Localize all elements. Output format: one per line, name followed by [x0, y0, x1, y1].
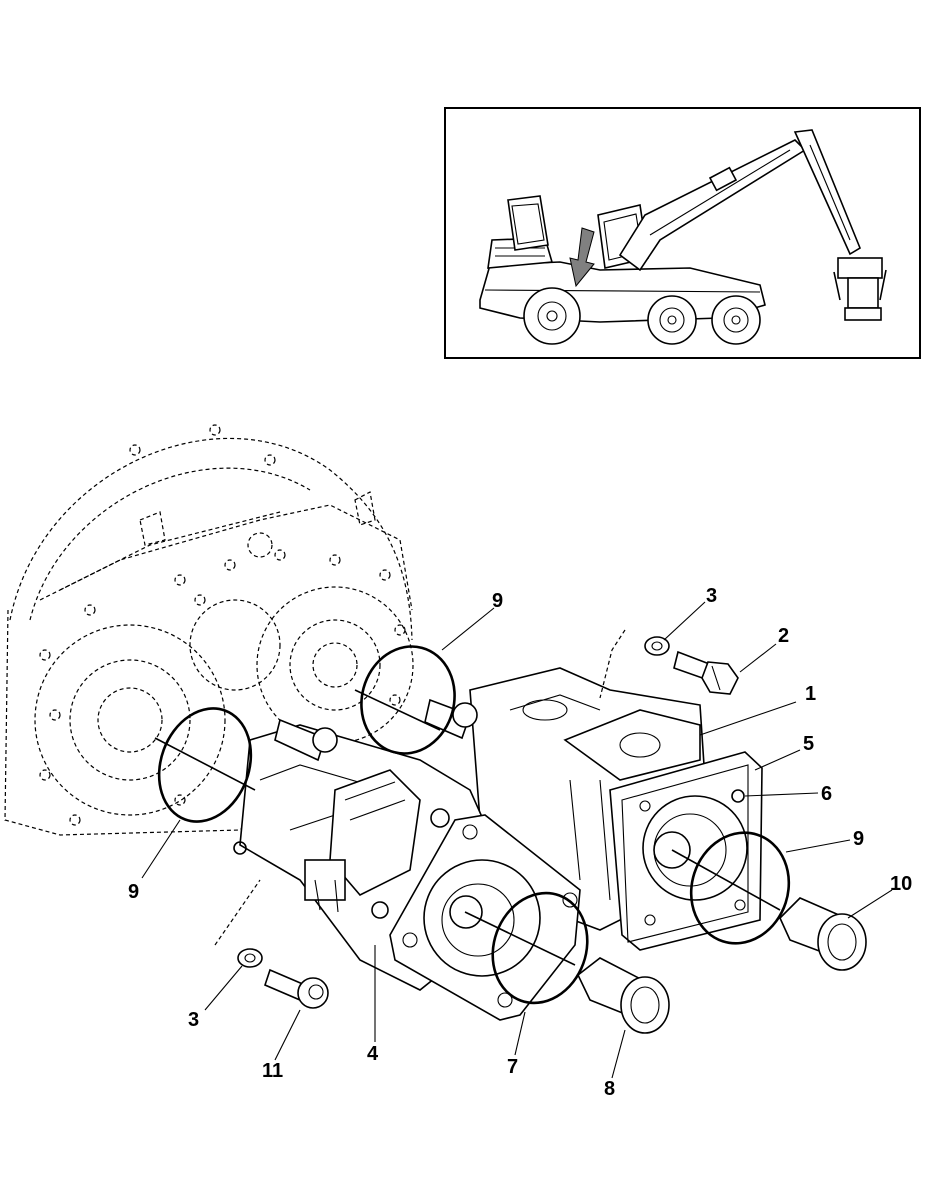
callout-3-upper: 3 — [706, 585, 717, 607]
callout-1: 1 — [805, 683, 816, 705]
o-ring-left — [157, 707, 253, 823]
callout-7: 7 — [507, 1056, 518, 1078]
callout-9-right: 9 — [853, 828, 864, 850]
machine-inset — [444, 107, 921, 359]
callout-8: 8 — [604, 1078, 615, 1100]
callout-11: 11 — [262, 1060, 283, 1082]
o-ring-upper — [360, 645, 456, 755]
coupling-front — [576, 957, 670, 1034]
coupling-rear — [779, 897, 867, 971]
location-arrow-icon — [569, 227, 595, 288]
washer-lower — [237, 948, 263, 968]
callout-10: 10 — [890, 873, 912, 895]
leader-lines — [141, 601, 893, 1079]
wheel-front-1 — [647, 295, 697, 345]
harvester-machine — [479, 129, 887, 345]
callout-4: 4 — [367, 1043, 379, 1065]
callout-9-upper: 9 — [492, 590, 503, 612]
o-ring-front — [491, 891, 589, 1005]
wheel-rear — [523, 287, 581, 345]
o-ring-right — [689, 831, 791, 945]
pump-flange-plate — [609, 751, 763, 951]
callout-3-lower: 3 — [188, 1009, 199, 1031]
bolt-lower — [237, 948, 329, 1009]
callout-6: 6 — [821, 783, 832, 805]
washer-upper — [644, 636, 670, 656]
callout-9-left: 9 — [128, 881, 139, 903]
bolt-hole-6 — [731, 789, 745, 803]
bolt-upper — [644, 636, 739, 695]
callout-labels: 1 2 3 3 4 5 6 7 8 9 9 9 10 11 — [128, 585, 912, 1100]
pump-front-housing — [233, 724, 581, 1021]
callout-2: 2 — [778, 625, 789, 647]
wheel-front-2 — [711, 295, 761, 345]
callout-5: 5 — [803, 733, 814, 755]
pump-assembly — [233, 667, 763, 1021]
alignment-lines — [154, 629, 781, 966]
